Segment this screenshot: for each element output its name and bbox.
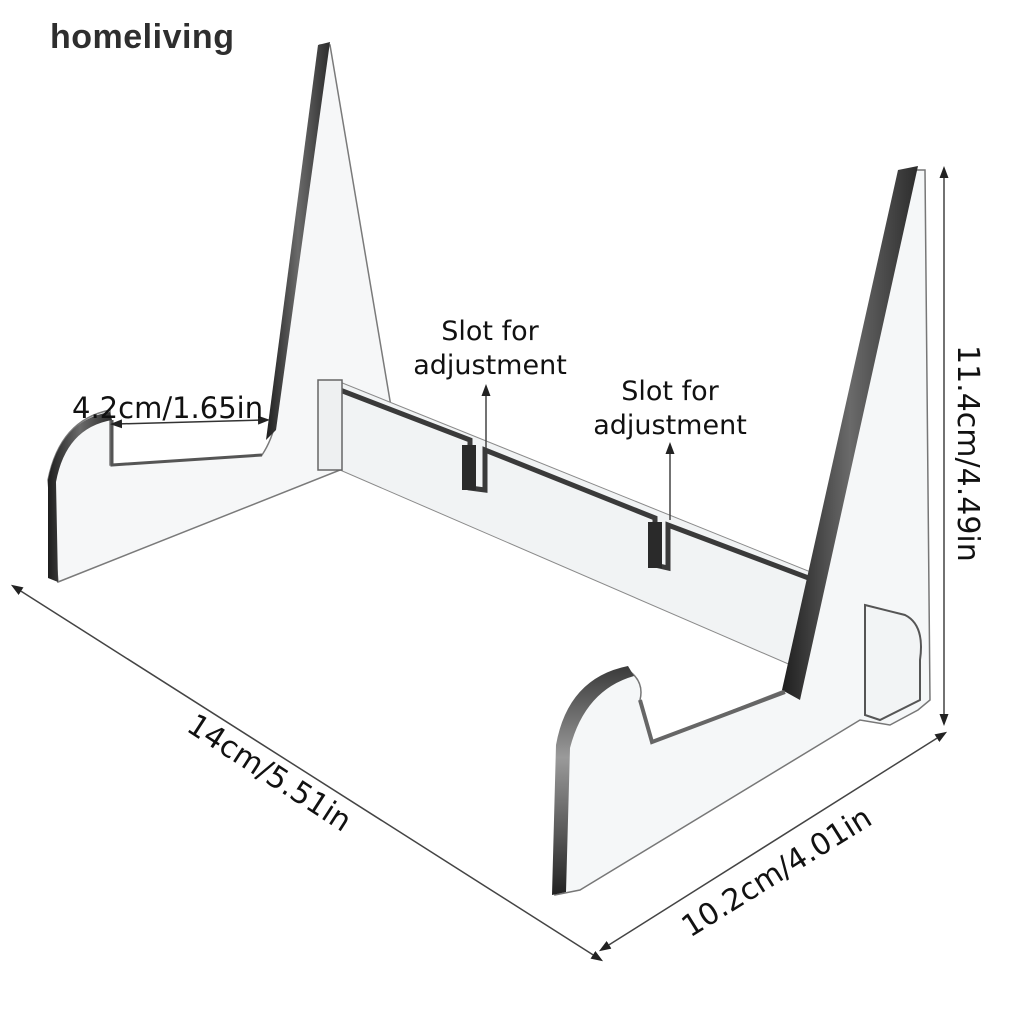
notch-dimension-line <box>110 415 270 429</box>
slot-right-label-line2: adjustment <box>593 410 747 441</box>
slot-left-label-line1: Slot for <box>441 316 539 347</box>
notch-dimension-label: 4.2cm/1.65in <box>72 391 263 425</box>
slot-left-label-line2: adjustment <box>413 350 567 381</box>
height-dimension-label: 11.4cm/4.49in <box>950 345 985 562</box>
width-dimension-line <box>598 731 948 952</box>
brand-watermark: homeliving <box>50 18 235 56</box>
left-stand-piece <box>47 42 401 584</box>
slot-left <box>462 445 476 490</box>
length-dimension-label: 14cm/5.51in <box>181 707 358 839</box>
width-dimension-label: 10.2cm/4.01in <box>676 800 878 945</box>
length-dimension-line <box>10 584 604 962</box>
slot-right-label-line1: Slot for <box>621 376 719 407</box>
slot-right <box>648 522 662 568</box>
